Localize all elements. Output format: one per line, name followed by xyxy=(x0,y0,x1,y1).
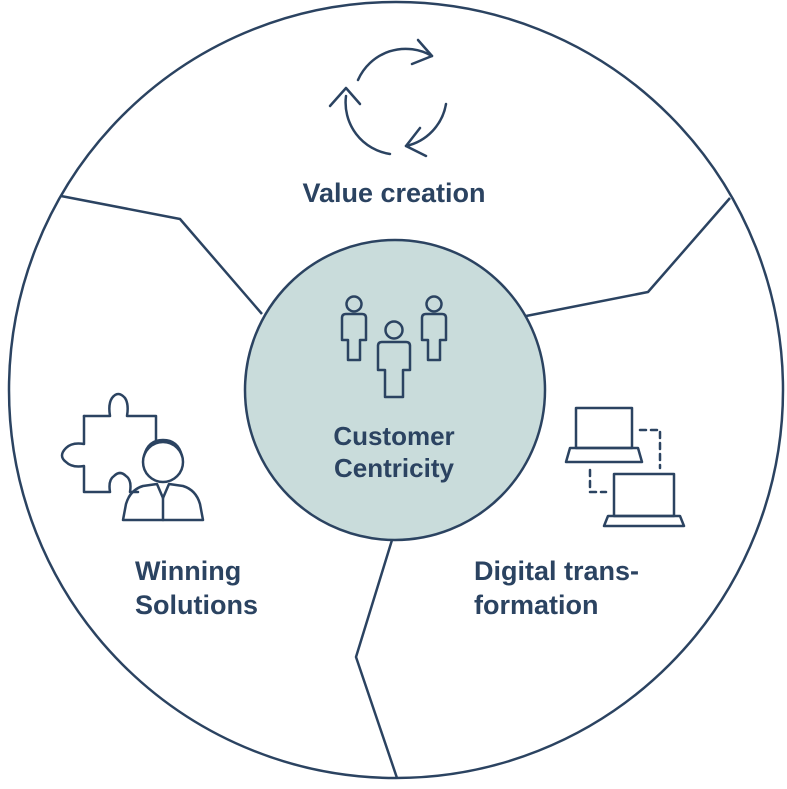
connected-laptops-icon xyxy=(564,406,686,528)
segment-dividers xyxy=(60,194,731,779)
center-circle xyxy=(243,238,547,542)
customer-centricity-label-line1: Customer xyxy=(333,421,454,451)
divider-left xyxy=(60,194,263,315)
winning-solutions-label-line2: Solutions xyxy=(135,590,258,620)
digital-transformation-label-line2: formation xyxy=(474,590,599,620)
divider-bottom xyxy=(354,539,399,779)
puzzle-person-icon xyxy=(60,392,205,522)
digital-transformation-label-line1: Digital trans- xyxy=(474,556,639,586)
divider-right xyxy=(525,197,731,318)
winning-solutions-label-line1: Winning xyxy=(135,556,241,586)
cycle-arrows-icon xyxy=(328,38,448,158)
customer-centricity-label-line2: Centricity xyxy=(334,453,454,483)
people-group-icon xyxy=(340,295,448,399)
value-creation-label: Value creation xyxy=(302,178,485,208)
